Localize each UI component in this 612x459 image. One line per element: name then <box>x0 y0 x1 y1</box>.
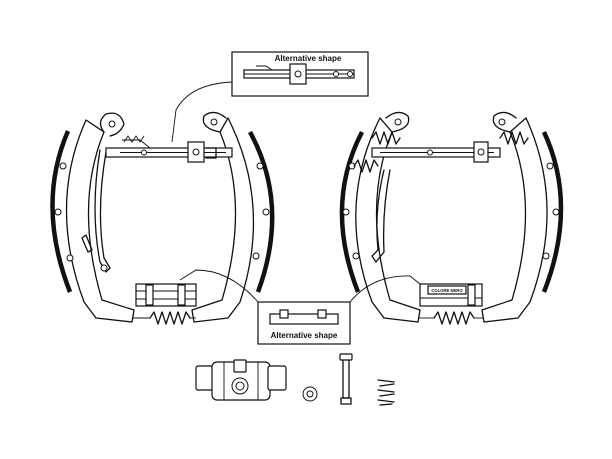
left-shoe-right <box>191 111 275 323</box>
left-handbrake-lever <box>94 149 111 273</box>
right-upper-spring-top <box>371 131 401 145</box>
right-lower-spring <box>433 311 475 325</box>
left-brake-assembly <box>50 111 275 325</box>
plate-label: COLORE NERO <box>431 288 463 293</box>
right-upper-spring-left <box>353 159 379 173</box>
washer <box>302 386 318 402</box>
right-shoe-right <box>481 111 564 323</box>
bottom-callout-plate <box>269 309 339 325</box>
top-callout: Alternative shape <box>171 51 369 143</box>
right-adjuster-strut <box>371 141 501 163</box>
right-anchor-plate: COLORE NERO <box>419 283 483 307</box>
top-callout-label: Alternative shape <box>275 54 342 63</box>
hold-down-spring <box>377 379 395 406</box>
left-shoe-left <box>50 112 135 323</box>
left-adjuster-strut <box>105 139 233 163</box>
bottom-callout: Alternative shape <box>179 269 421 345</box>
left-lower-spring <box>149 311 191 325</box>
left-anchor-plate <box>135 283 197 307</box>
left-upper-spring <box>123 135 145 143</box>
top-callout-strut <box>243 63 355 85</box>
right-upper-spring-top-right <box>499 131 529 145</box>
right-brake-assembly: COLORE NERO <box>339 111 564 325</box>
wheel-cylinder <box>195 359 287 401</box>
bottom-callout-label: Alternative shape <box>271 331 338 340</box>
right-handbrake-lever <box>371 169 391 263</box>
retaining-pin <box>339 353 353 405</box>
right-shoe-left <box>339 111 421 323</box>
